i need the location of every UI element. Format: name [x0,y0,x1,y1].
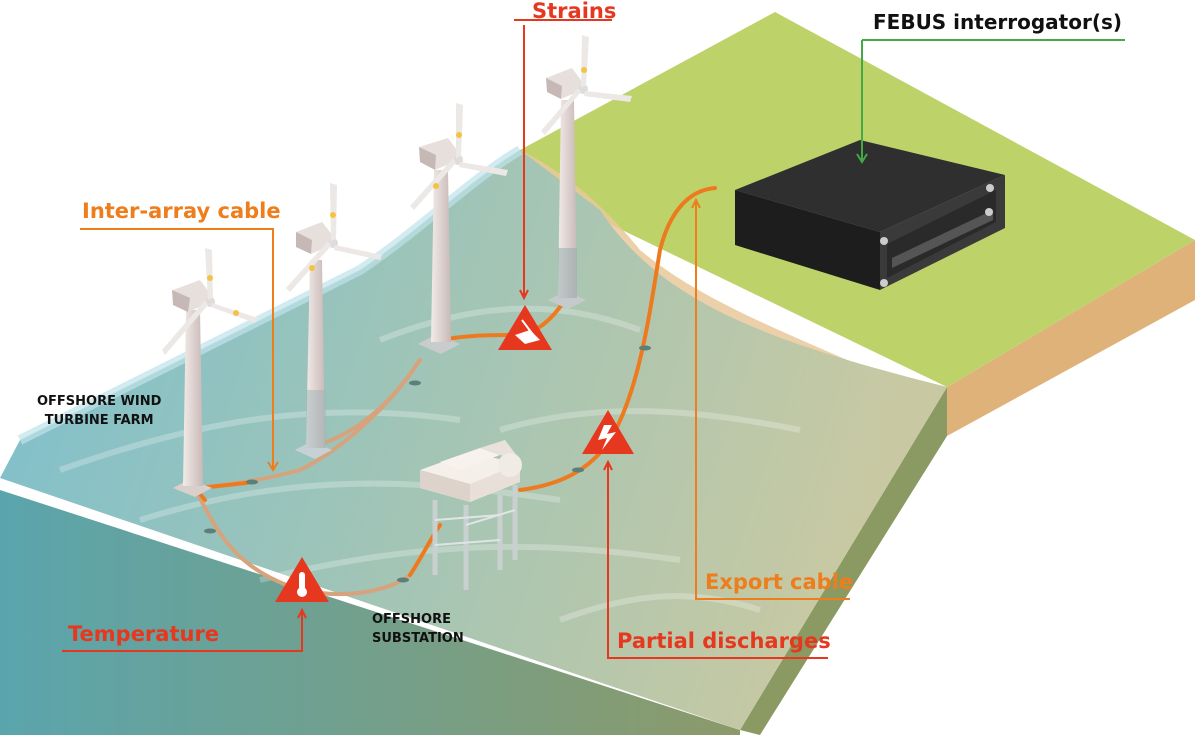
offshore-substation [420,440,522,590]
wind-turbine-2 [286,183,382,459]
sea-side-right [740,387,947,735]
thermometer-warning-icon [275,557,329,602]
farm-label: OFFSHORE WIND TURBINE FARM [37,392,161,430]
substation-label-line1: OFFSHORE [372,612,451,627]
wind-turbine-1 [162,248,258,497]
strains-label: Strains [532,0,617,23]
sea-surface [0,150,947,730]
wind-turbine-4 [541,35,632,309]
sea-block [0,145,947,735]
substation-label-line2: SUBSTATION [372,631,464,646]
inter-array-label: Inter-array cable [82,199,281,223]
farm-label-line2: TURBINE FARM [44,413,154,428]
export-cable-label: Export cable [705,570,854,594]
wind-turbine-3 [410,103,508,354]
cable-markers [204,345,651,583]
lightning-warning-icon [582,410,634,454]
substation-label: OFFSHORE SUBSTATION [372,610,464,648]
sea-side [0,490,740,735]
leader-lines [62,19,1125,659]
strain-warning-icon [498,305,552,350]
land-side [947,240,1195,436]
farm-label-line1: OFFSHORE WIND [37,394,162,409]
rack-device-icon [735,140,1005,290]
partial-discharges-label: Partial discharges [617,629,831,653]
febus-label: FEBUS interrogator(s) [873,10,1123,34]
temperature-label: Temperature [68,622,220,646]
